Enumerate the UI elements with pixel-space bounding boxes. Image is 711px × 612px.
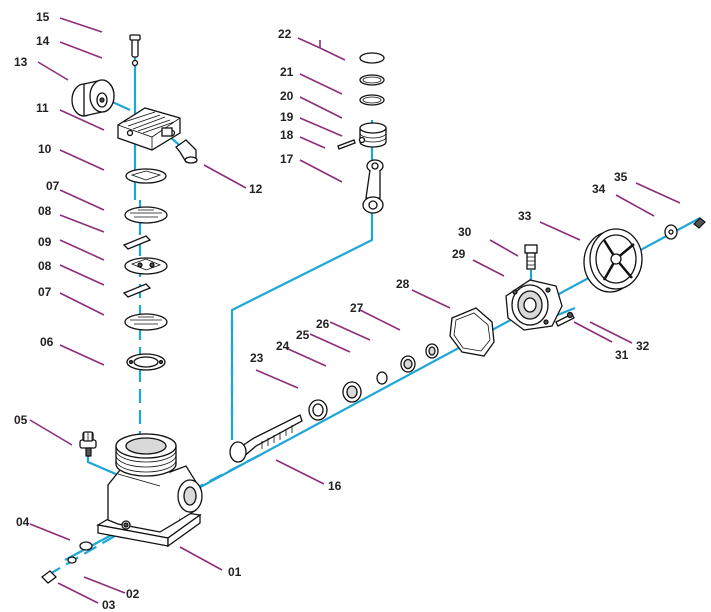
fitting-30 [524,244,538,270]
label-31: 31 [615,348,629,362]
piston-ring-22 [359,52,385,64]
label-17: 17 [280,152,294,166]
drain-plug-04 [79,541,93,551]
cylinder-gasket-06 [126,353,166,371]
screw-15 [129,34,141,67]
label-16: 16 [328,479,342,493]
oil-seal-23 [308,399,328,421]
piston-19 [358,122,387,148]
piston-pin-18 [337,139,356,150]
label-19: 19 [280,110,294,124]
reed-valve-08-lower [122,283,152,298]
label-26: 26 [316,317,330,331]
side-cover-29 [505,279,563,331]
label-08-upper: 08 [38,204,52,218]
label-05: 05 [14,413,28,427]
label-12: 12 [249,182,263,196]
elbow-fitting-12 [175,139,198,164]
valve-plate-07-lower [124,313,168,331]
label-02: 02 [126,587,140,601]
label-20: 20 [280,89,294,103]
label-24: 24 [276,339,290,353]
label-21: 21 [280,65,294,79]
label-33: 33 [518,209,532,223]
label-22: 22 [278,27,292,41]
label-18: 18 [280,128,294,142]
label-07-upper: 07 [46,179,60,193]
bearing-26 [400,355,416,373]
label-04: 04 [16,515,30,529]
valve-plate-07-upper [124,206,168,224]
bearing-24 [342,381,362,403]
label-30: 30 [458,225,472,239]
label-23: 23 [250,351,264,365]
label-14: 14 [36,34,50,48]
washer-34 [664,224,678,240]
parts [41,34,706,584]
label-11: 11 [36,101,49,115]
label-01: 01 [228,565,242,579]
ring-25 [376,371,388,385]
label-32: 32 [636,339,650,353]
label-13: 13 [14,55,28,69]
bolt-31 [555,311,575,327]
cover-gasket-28 [449,307,495,357]
part-labels: 15 14 13 11 10 12 07 08 09 08 07 06 05 0… [14,10,650,612]
label-06: 06 [40,335,54,349]
label-10: 10 [38,142,52,156]
crankcase-01 [96,433,203,548]
label-15: 15 [36,10,50,24]
label-09: 09 [38,235,52,249]
piston-ring-20 [359,94,385,106]
air-filter-13 [71,79,115,117]
bolt-35 [693,217,706,229]
valve-gasket-10 [125,168,167,184]
label-25: 25 [296,328,310,342]
label-29: 29 [452,247,466,261]
cap-03 [41,570,57,584]
label-35: 35 [614,170,628,184]
cylinder-head-11 [117,107,181,151]
label-07-lower: 07 [38,285,52,299]
drain-axis [47,529,126,576]
valve-plate-09 [124,257,168,275]
bearing-27 [425,343,439,359]
label-28: 28 [396,277,410,291]
label-27: 27 [350,301,364,315]
breather-plug-05 [79,431,97,457]
piston-ring-21 [359,74,385,86]
pulley-33 [583,228,643,293]
washer-02 [67,556,77,564]
label-08-lower: 08 [38,259,52,273]
label-03: 03 [102,598,116,612]
label-34: 34 [592,182,606,196]
reed-valve-08-upper [122,235,152,250]
crankshaft-16 [229,414,303,463]
leader-lines [29,17,681,604]
connecting-rod-17 [362,159,384,214]
